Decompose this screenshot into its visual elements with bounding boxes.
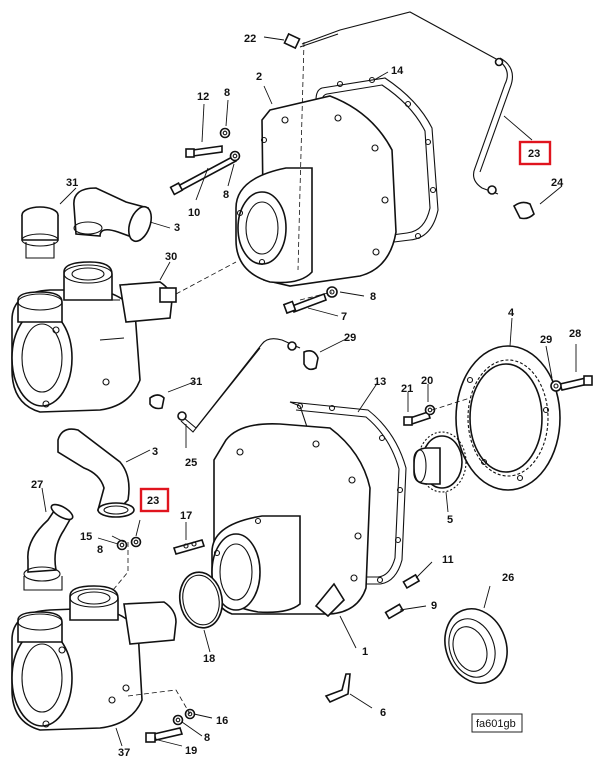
callout-19: 19 — [185, 745, 197, 757]
callout-3: 3 — [174, 222, 180, 234]
callout-3: 3 — [152, 446, 158, 458]
o-ring — [178, 571, 224, 629]
clamp-upper — [21, 206, 59, 259]
callout-17: 17 — [180, 510, 192, 522]
highlighted-callout-23-upper[interactable]: 23 — [518, 140, 552, 166]
bolts-bottom — [127, 689, 196, 743]
callout-8: 8 — [224, 87, 230, 99]
washers-lower — [107, 536, 142, 597]
pump-upper — [11, 261, 177, 413]
callout-23: 23 — [147, 495, 159, 507]
callout-27: 27 — [31, 479, 43, 491]
callout-28: 28 — [569, 328, 581, 340]
callout-11: 11 — [442, 554, 454, 566]
callout-26: 26 — [502, 572, 514, 584]
callout-23: 23 — [528, 148, 540, 160]
callout-2: 2 — [256, 71, 262, 83]
callout-8: 8 — [223, 189, 229, 201]
callout-labels: 22 2 14 12 8 8 10 31 3 24 30 8 7 4 29 29… — [31, 33, 581, 759]
tube-assembly-lower — [149, 338, 319, 433]
hose-lower — [23, 503, 74, 591]
flywheel-housing-lower — [211, 423, 371, 618]
callout-9: 9 — [431, 600, 437, 612]
figure-id-box: fa601gb — [471, 713, 523, 733]
bracket — [324, 673, 351, 704]
callout-22: 22 — [244, 33, 256, 45]
callout-20: 20 — [421, 375, 433, 387]
callout-29: 29 — [540, 334, 552, 346]
figure-id: fa601gb — [476, 718, 516, 730]
callout-37: 37 — [118, 747, 130, 759]
callout-1: 1 — [362, 646, 368, 658]
callout-21: 21 — [401, 383, 413, 395]
drive-gear — [413, 431, 467, 493]
callout-8: 8 — [370, 291, 376, 303]
callout-13: 13 — [374, 376, 386, 388]
flywheel-housing-upper — [235, 95, 397, 287]
leader-lines — [41, 36, 577, 747]
bolts-right — [403, 375, 593, 426]
pump-lower — [11, 585, 177, 731]
elbow-lower — [57, 428, 135, 518]
elbow-upper — [73, 187, 153, 243]
callout-16: 16 — [216, 715, 228, 727]
callout-8: 8 — [204, 732, 210, 744]
bolts-upper — [169, 127, 338, 315]
callout-15: 15 — [80, 531, 92, 543]
callout-5: 5 — [447, 514, 453, 526]
callout-10: 10 — [188, 207, 200, 219]
callout-8: 8 — [97, 544, 103, 556]
callout-31: 31 — [190, 376, 202, 388]
callout-31: 31 — [66, 177, 78, 189]
callout-14: 14 — [391, 65, 404, 77]
callout-25: 25 — [185, 457, 197, 469]
seal — [444, 608, 508, 684]
callout-29: 29 — [344, 332, 356, 344]
callout-6: 6 — [380, 707, 386, 719]
callout-30: 30 — [165, 251, 177, 263]
ring-gear — [455, 345, 561, 491]
dowel-pins — [384, 573, 421, 620]
callout-4: 4 — [508, 307, 515, 319]
tube-assembly-upper — [283, 11, 535, 271]
highlighted-callout-23-lower[interactable]: 23 — [139, 487, 170, 513]
stud — [172, 539, 206, 555]
callout-12: 12 — [197, 91, 209, 103]
callout-24: 24 — [551, 177, 564, 189]
callout-7: 7 — [341, 311, 347, 323]
callout-18: 18 — [203, 653, 215, 665]
